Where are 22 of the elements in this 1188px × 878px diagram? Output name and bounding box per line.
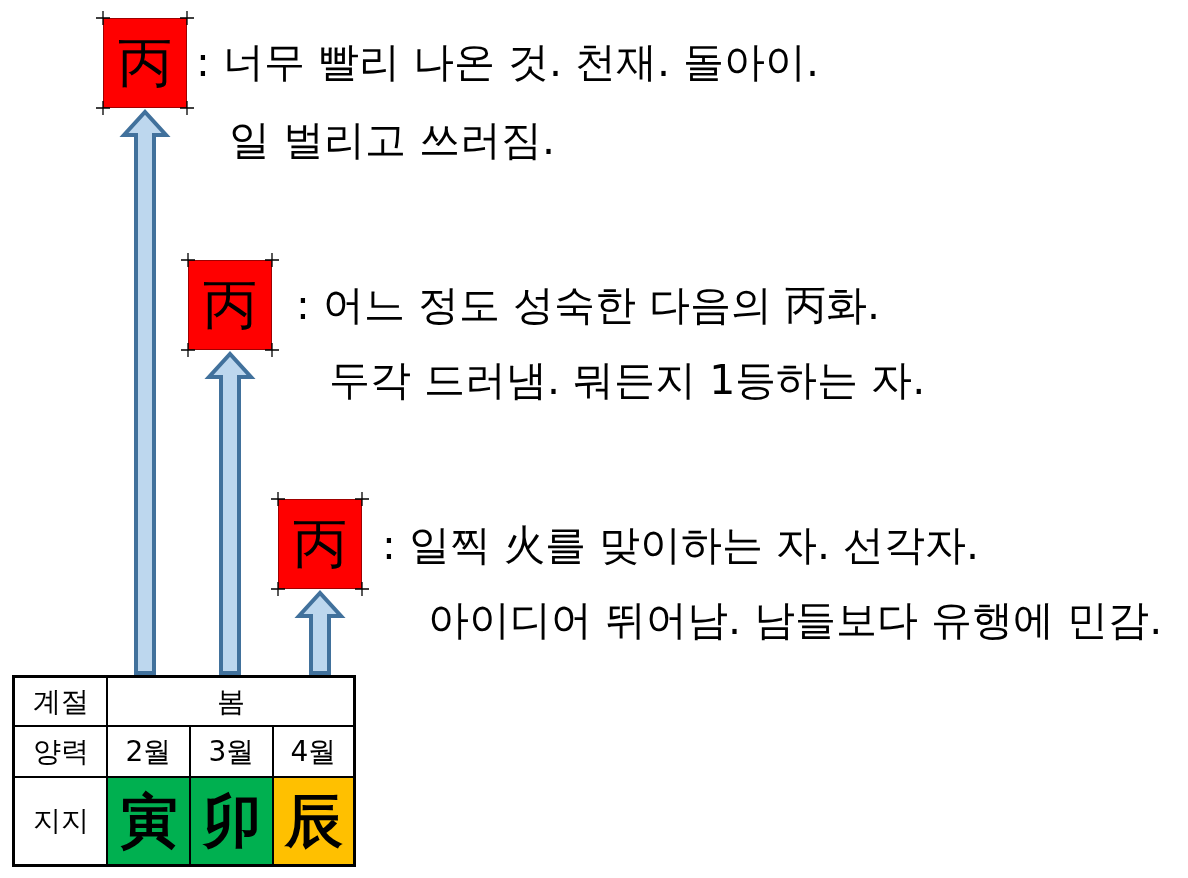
- block-arrow: [204, 351, 256, 675]
- branch-cell: 卯: [190, 777, 273, 867]
- description-text: 두각 드러냄. 뭐든지 1등하는 자.: [329, 357, 926, 403]
- branch-cell: 寅: [107, 777, 190, 867]
- month-cell: 2월: [107, 726, 190, 777]
- description-text: : 너무 빨리 나온 것. 천재. 돌아이.: [196, 39, 820, 85]
- description-text: : 일찍 火를 맞이하는 자. 선각자.: [382, 522, 980, 568]
- row-header-cell: 계절: [12, 675, 107, 726]
- block-arrow: [119, 109, 171, 675]
- hanja-tile: 丙: [278, 499, 362, 589]
- description-text: : 어느 정도 성숙한 다음의 丙화.: [296, 282, 880, 328]
- hanja-tile: 丙: [103, 18, 187, 108]
- description-text: 아이디어 뛰어남. 남들보다 유행에 민감.: [428, 597, 1163, 643]
- month-cell: 4월: [273, 726, 356, 777]
- block-arrow: [294, 590, 346, 675]
- season-cell: 봄: [107, 675, 356, 726]
- row-header-cell: 지지: [12, 777, 107, 867]
- branch-cell: 辰: [273, 777, 356, 867]
- hanja-tile: 丙: [188, 260, 272, 350]
- description-text: 일 벌리고 쓰러짐.: [229, 117, 556, 163]
- month-cell: 3월: [190, 726, 273, 777]
- row-header-cell: 양력: [12, 726, 107, 777]
